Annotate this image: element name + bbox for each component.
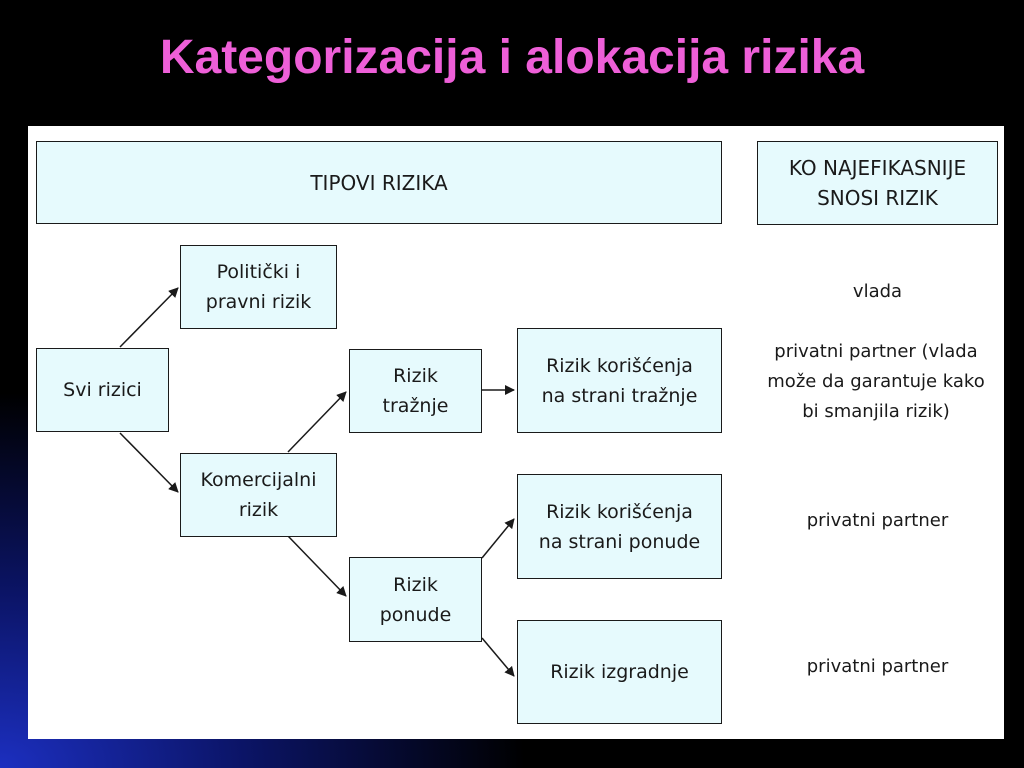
header-tipovi-rizika: TIPOVI RIZIKA [36, 141, 722, 224]
node-komercijalni-rizik: Komercijalni rizik [180, 453, 337, 537]
node-rizik-traznje: Rizik tražnje [349, 349, 482, 433]
arrow-supply-to-usage-supply [481, 518, 515, 559]
arrow-commercial-to-supply [287, 535, 347, 597]
node-svi-rizici: Svi rizici [36, 348, 169, 432]
connector-arrows [119, 287, 515, 677]
arrow-all-to-commercial [119, 432, 179, 493]
arrow-all-to-political [119, 287, 179, 348]
bearer-koriscenje-ponuda: privatni partner [806, 510, 949, 531]
node-politicki-rizik: Politički i pravni rizik [180, 245, 337, 329]
node-rizik-koriscenja-ponuda: Rizik korišćenja na strani ponude [517, 474, 722, 579]
bearer-politicki: vlada [852, 281, 903, 302]
diagram-panel: TIPOVI RIZIKA KO NAJEFIKASNIJE SNOSI RIZ… [28, 126, 1004, 739]
bearer-koriscenje-traznja: privatni partner (vlada može da garantuj… [767, 341, 985, 422]
slide-title: Kategorizacija i alokacija rizika [159, 31, 865, 84]
arrow-commercial-to-demand [287, 391, 347, 453]
node-rizik-izgradnje: Rizik izgradnje [517, 620, 722, 724]
bearer-izgradnja: privatni partner [806, 656, 949, 677]
node-rizik-ponude: Rizik ponude [349, 557, 482, 642]
header-ko-snosi-rizik: KO NAJEFIKASNIJE SNOSI RIZIK [757, 141, 998, 225]
node-rizik-koriscenja-traznja: Rizik korišćenja na strani tražnje [517, 328, 722, 433]
arrow-supply-to-construction [481, 637, 515, 677]
